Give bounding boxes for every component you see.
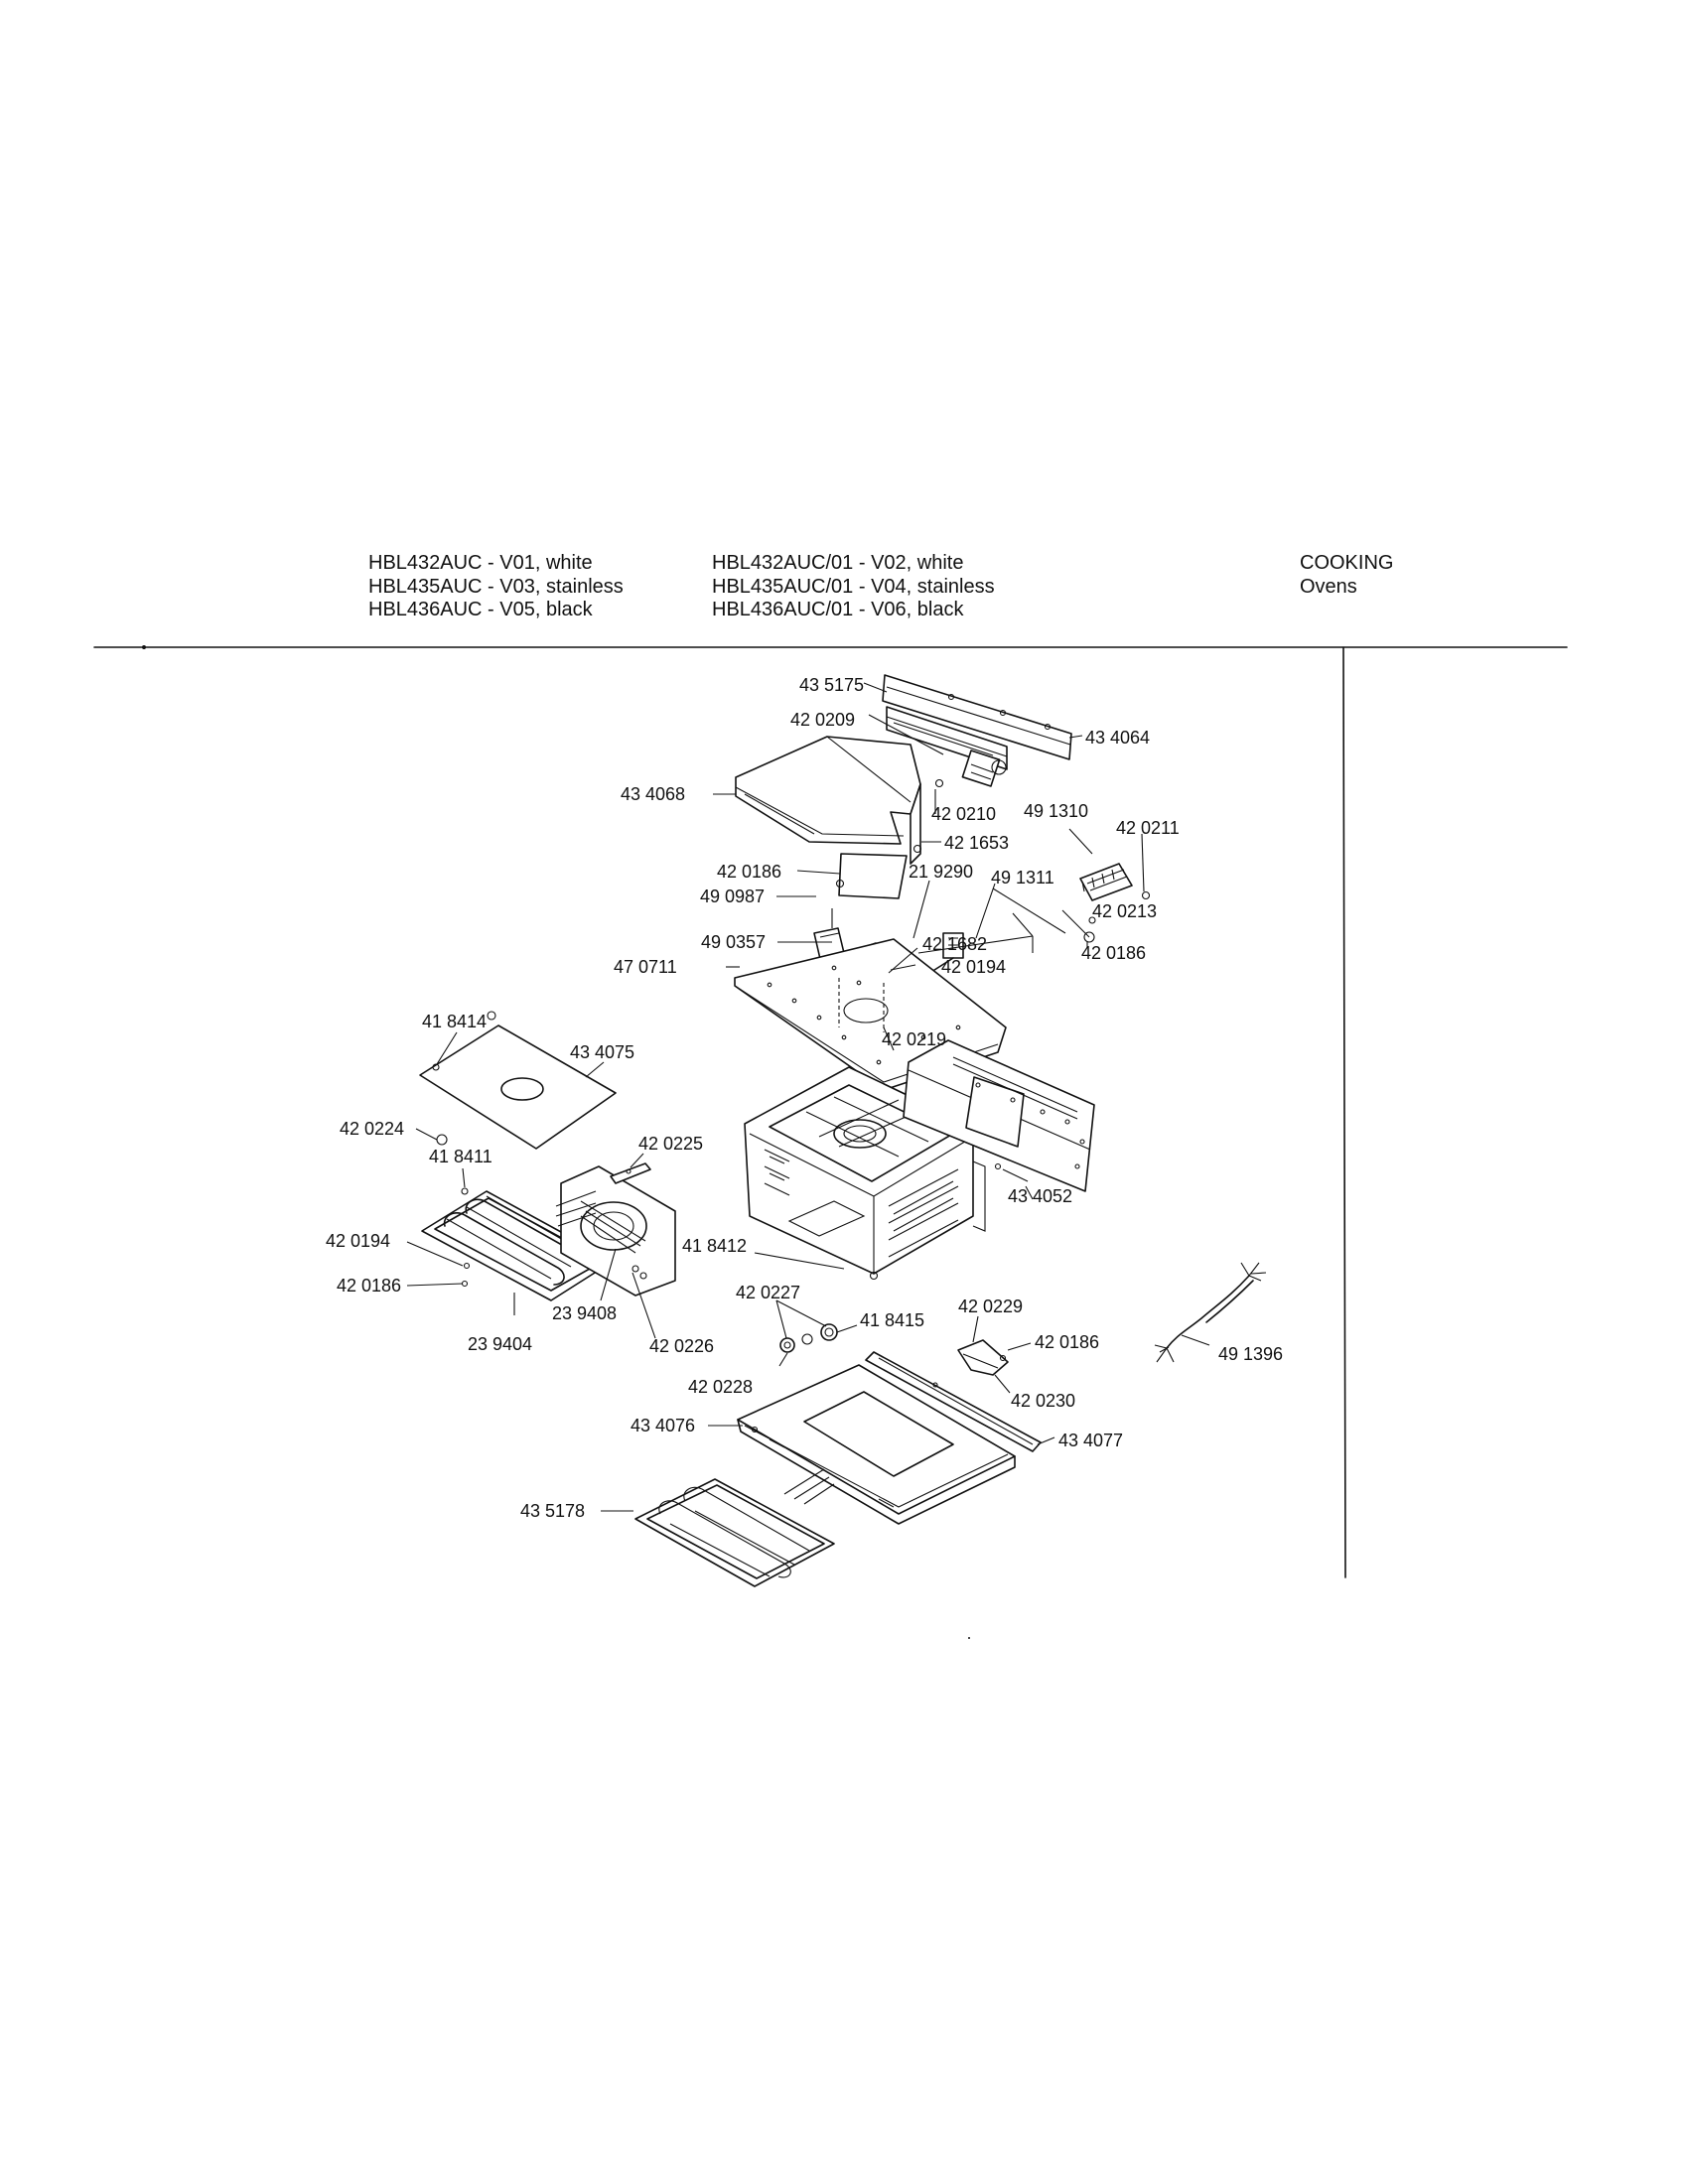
part-label-434064: 43 4064: [1085, 728, 1150, 748]
part-label-420224: 42 0224: [340, 1119, 404, 1139]
part-label-418411: 41 8411: [429, 1147, 492, 1166]
part-label-434077: 43 4077: [1058, 1431, 1123, 1450]
part-label-491311: 49 1311: [991, 868, 1054, 887]
part-label-420211: 42 0211: [1116, 818, 1180, 838]
cooling-fan-motor: [886, 706, 1008, 787]
part-label-490357: 49 0357: [701, 932, 766, 952]
part-label-420186-a: 42 0186: [717, 862, 781, 882]
model-list-left: HBL432AUC - V01, white HBL435AUC - V03, …: [368, 552, 624, 622]
knob-parts: [779, 1323, 838, 1353]
part-label-435178: 43 5178: [520, 1501, 585, 1521]
part-label-420209: 42 0209: [790, 710, 855, 730]
part-label-434052: 43 4052: [1008, 1186, 1072, 1206]
part-label-239404: 23 9404: [468, 1334, 532, 1354]
model-line: HBL436AUC/01 - V06, black: [712, 599, 964, 620]
part-label-434076: 43 4076: [631, 1416, 695, 1435]
fan-bracket: [610, 1162, 651, 1184]
part-label-420230: 42 0230: [1011, 1391, 1075, 1411]
part-label-470711: 47 0711: [614, 957, 677, 977]
part-label-434075: 43 4075: [570, 1042, 634, 1062]
fan-housing-rail: [882, 674, 1072, 760]
model-list-right: HBL432AUC/01 - V02, white HBL435AUC/01 -…: [712, 552, 995, 622]
small-parts-left: [436, 1134, 879, 1288]
relay-module: [813, 908, 845, 960]
subcategory-title: Ovens: [1300, 575, 1357, 598]
part-label-420227: 42 0227: [736, 1283, 800, 1302]
part-label-420186-d: 42 0186: [1035, 1332, 1099, 1352]
model-line: HBL436AUC - V05, black: [368, 599, 593, 620]
door-rail: [865, 1351, 1042, 1452]
model-line: HBL435AUC/01 - V04, stainless: [712, 575, 995, 598]
part-label-239408: 23 9408: [552, 1303, 617, 1323]
part-label-420219: 42 0219: [882, 1029, 946, 1049]
part-label-420194-a: 42 0194: [941, 957, 1006, 977]
part-label-420228: 42 0228: [688, 1377, 753, 1397]
part-label-418415: 41 8415: [860, 1310, 924, 1330]
leader-lines: [406, 682, 1210, 1512]
part-label-421682: 42 1682: [922, 934, 987, 954]
top-insulation-panel: [419, 1011, 617, 1150]
terminal-block: [1079, 863, 1133, 901]
part-label-420226: 42 0226: [649, 1336, 714, 1356]
part-label-434068: 43 4068: [621, 784, 685, 804]
part-label-435175: 43 5175: [799, 675, 864, 695]
small-fasteners-top: [835, 778, 1151, 943]
convection-fan-assembly: [555, 1165, 676, 1297]
part-label-420210: 42 0210: [931, 804, 996, 824]
category-block: COOKING Ovens: [1300, 552, 1393, 599]
part-label-421653: 42 1653: [944, 833, 1009, 853]
part-label-491396: 49 1396: [1218, 1344, 1283, 1364]
part-label-490987: 49 0987: [700, 887, 765, 906]
top-cover-panel: [735, 736, 921, 899]
category-title: COOKING: [1300, 552, 1394, 574]
part-labels: 43 5175 42 0209 43 4064 43 4068 42 0210 …: [326, 675, 1283, 1521]
part-label-420194-b: 42 0194: [326, 1231, 390, 1251]
part-label-420225: 42 0225: [638, 1134, 703, 1154]
part-label-420229: 42 0229: [958, 1297, 1023, 1316]
side-panel: [903, 1039, 1095, 1192]
model-line: HBL432AUC - V01, white: [368, 552, 593, 574]
part-label-418414: 41 8414: [422, 1012, 487, 1031]
part-label-420186-b: 42 0186: [1081, 943, 1146, 963]
lower-bake-element: [634, 1468, 835, 1587]
frame-lines: [93, 645, 1568, 1639]
bottom-tray: [737, 1364, 1016, 1525]
part-label-491310: 49 1310: [1024, 801, 1088, 821]
door-latch: [957, 1339, 1009, 1376]
model-line: HBL432AUC/01 - V02, white: [712, 552, 964, 574]
part-label-420186-c: 42 0186: [337, 1276, 401, 1296]
part-label-219290: 21 9290: [909, 862, 973, 882]
wire-harness: [1154, 1262, 1267, 1363]
part-label-420213: 42 0213: [1092, 901, 1157, 921]
model-line: HBL435AUC - V03, stainless: [368, 575, 624, 598]
part-label-418412: 41 8412: [682, 1236, 747, 1256]
